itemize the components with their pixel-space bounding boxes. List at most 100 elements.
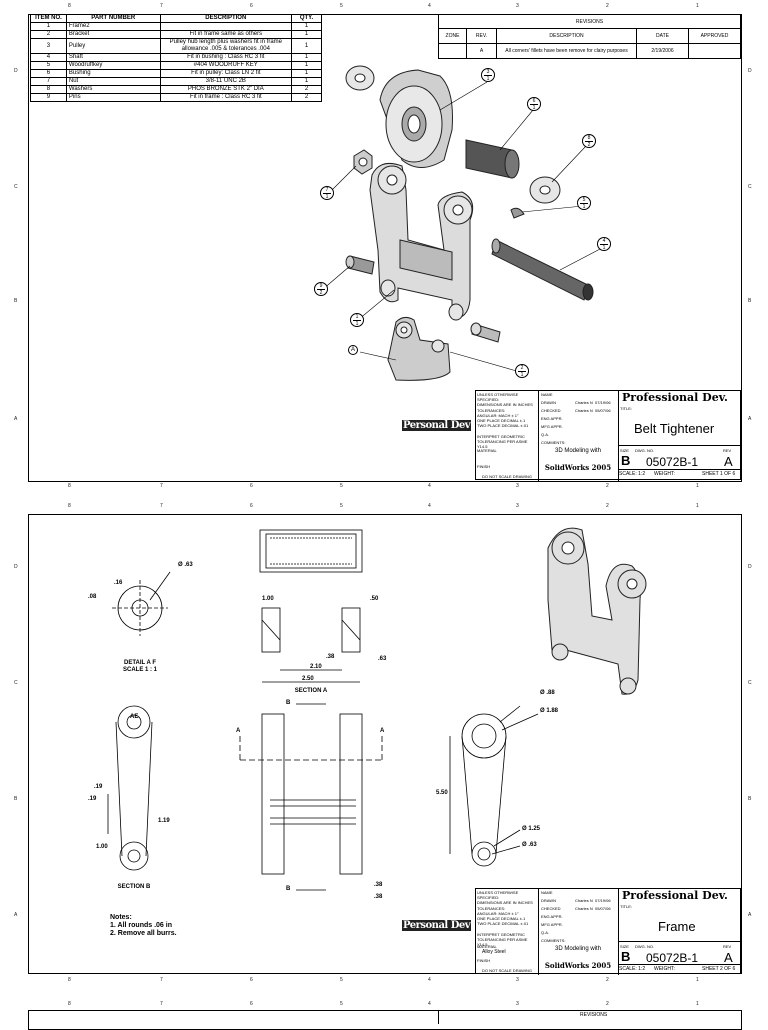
zone-column-label: 3 — [516, 503, 519, 509]
tb-name: NAME — [541, 890, 553, 895]
zone-column-label: 6 — [250, 977, 253, 983]
zone-column-label: 6 — [250, 503, 253, 509]
tb-material-label: MATERIAL — [477, 448, 497, 453]
title-block: UNLESS OTHERWISE SPECIFIED: DIMENSIONS A… — [475, 888, 742, 975]
dimension-label: 1.00 — [96, 844, 108, 850]
zone-column-label: 8 — [68, 977, 71, 983]
scale-text: SCALE: 1:2 — [619, 471, 646, 477]
drawing-notes: Notes: 1. All rounds .06 in 2. Remove al… — [110, 914, 177, 938]
tb-subtitle: 3D Modeling with — [554, 946, 602, 952]
tb-dims: DIMENSIONS ARE IN INCHES — [477, 402, 533, 407]
dwg-number: 05072B-1 — [646, 455, 699, 469]
size-label: SIZE — [620, 448, 629, 453]
zone-row-label: B — [748, 796, 752, 802]
section-marker: B — [286, 700, 291, 706]
dimension-label: .63 — [378, 656, 387, 662]
tb-ang: ANGULAR: MACH ± 1° — [477, 911, 519, 916]
zone-row-label: D — [748, 68, 752, 74]
tb-dnsd: DO NOT SCALE DRAWING — [481, 968, 532, 973]
dimension-label: .08 — [88, 594, 97, 600]
tb-checked-name: Charles N — [575, 906, 593, 911]
dimension-label: Ø .63 — [178, 562, 193, 568]
tb-unless: UNLESS OTHERWISE SPECIFIED: — [477, 890, 519, 900]
company-logo: Personal Dev — [402, 420, 472, 431]
tb-drawn-name: Charles N — [575, 898, 593, 903]
zone-column-label: 5 — [340, 1001, 343, 1007]
exploded-assembly-view — [321, 65, 603, 381]
weight-text: WEIGHT: — [654, 966, 675, 972]
tb-qa: Q.A. — [541, 432, 550, 437]
revisions-table: REVISIONS ZONE REV. DESCRIPTION DATE APP… — [438, 14, 741, 59]
revisions-title: REVISIONS — [580, 1012, 608, 1018]
zone-row-label: C — [14, 184, 18, 190]
zone-column-label: 1 — [696, 483, 699, 489]
zone-column-label: 2 — [606, 1001, 609, 1007]
tb-tol: TOLERANCES: — [477, 408, 506, 413]
tb-unless: UNLESS OTHERWISE SPECIFIED: — [477, 392, 519, 402]
zone-row-label: B — [748, 298, 752, 304]
size-value: B — [621, 949, 631, 964]
title-label: TITLE: — [620, 904, 633, 909]
tb-qa: Q.A. — [541, 930, 550, 935]
notes-title: Notes: — [110, 914, 132, 921]
zone-row-label: B — [14, 796, 18, 802]
zone-column-label: 8 — [68, 483, 71, 489]
frame-orthographic-views — [107, 527, 647, 891]
tb-interp: INTERPRET GEOMETRIC TOLERANCING PER ASME… — [477, 434, 528, 449]
dimension-label: Ø .88 — [540, 690, 555, 696]
dimension-label: .38 — [374, 894, 383, 900]
dimension-label: 2.10 — [310, 664, 322, 670]
tb-checked-date: 05/07/06 — [595, 408, 611, 413]
zone-column-label: 3 — [516, 977, 519, 983]
title-block: UNLESS OTHERWISE SPECIFIED: DIMENSIONS A… — [475, 390, 742, 481]
zone-column-label: 8 — [68, 1001, 71, 1007]
zone-column-label: 1 — [696, 1001, 699, 1007]
rev-approved — [688, 43, 741, 59]
zone-column-label: 2 — [606, 503, 609, 509]
sheet-number: SHEET 1 OF 6 — [702, 471, 736, 477]
detail-callout: A — [348, 345, 358, 355]
zone-column-label: 1 — [696, 977, 699, 983]
zone-column-label: 3 — [516, 3, 519, 9]
tb-drawn: DRAWN — [541, 400, 556, 405]
dimension-label: Ø .63 — [522, 842, 537, 848]
zone-row-label: A — [748, 912, 752, 918]
tb-checked: CHECKED — [541, 408, 561, 413]
tb-checked: CHECKED — [541, 906, 561, 911]
zone-column-label: 1 — [696, 503, 699, 509]
dwg-number: 05072B-1 — [646, 951, 699, 965]
tb-finish: FINISH — [477, 464, 491, 469]
drawing-title: Frame — [658, 919, 696, 934]
size-label: SIZE — [620, 944, 629, 949]
dimension-label: Ø 1.88 — [540, 708, 559, 714]
bom-description: Fit in frame : Class RC 3 fit — [159, 93, 293, 102]
zone-column-label: 7 — [160, 977, 163, 983]
zone-column-label: 7 — [160, 3, 163, 9]
dwg-label: DWG. NO. — [635, 448, 655, 453]
zone-column-label: 6 — [250, 1001, 253, 1007]
tb-dims: DIMENSIONS ARE IN INCHES — [477, 900, 533, 905]
zone-column-label: 2 — [606, 977, 609, 983]
dimension-label: .19 — [94, 784, 103, 790]
title-label: TITLE: — [620, 406, 633, 411]
zone-row-label: C — [748, 184, 752, 190]
tb-drawn-date: 07/19/06 — [595, 400, 611, 405]
zone-column-label: 2 — [606, 3, 609, 9]
section-a-label: SECTION A — [294, 688, 328, 694]
drawing-title: Belt Tightener — [634, 421, 715, 436]
section-marker: A — [236, 728, 241, 734]
dimension-label: .38 — [374, 882, 383, 888]
dimension-label: AE — [130, 714, 139, 720]
zone-row-label: D — [748, 564, 752, 570]
rev-value: A — [724, 950, 733, 965]
zone-column-label: 8 — [68, 3, 71, 9]
detail-view-scale: SCALE 1 : 1 — [122, 667, 157, 673]
note-2: 2. Remove all burrs. — [110, 930, 177, 937]
